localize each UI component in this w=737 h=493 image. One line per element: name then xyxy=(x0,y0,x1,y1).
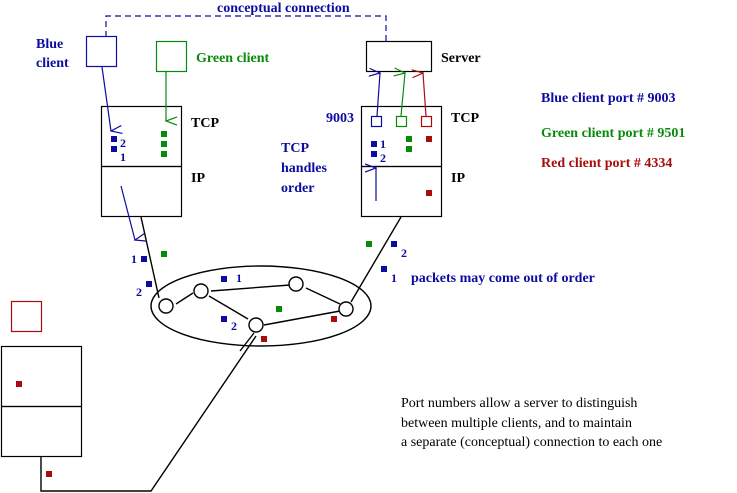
note-line: Port numbers allow a server to distingui… xyxy=(401,396,637,411)
red-packet xyxy=(46,471,52,477)
packet-number: 1 xyxy=(391,271,397,285)
green-packet xyxy=(161,131,167,137)
green-packet xyxy=(161,251,167,257)
left-ip-layer xyxy=(100,165,183,218)
red-port-arrow xyxy=(423,73,427,117)
router-node xyxy=(158,298,174,314)
green-packet xyxy=(406,146,412,152)
right-ip-label: IP xyxy=(451,171,465,186)
packet-number: 1 xyxy=(236,271,242,285)
blue-client-box xyxy=(85,35,118,68)
green-client-label: Green client xyxy=(196,51,270,66)
blue-packet-flow-arrow xyxy=(120,185,135,240)
note-line: a separate (conceptual) connection to ea… xyxy=(401,435,662,450)
note-line: between multiple clients, and to maintai… xyxy=(401,416,632,431)
red-packet xyxy=(426,136,432,142)
right-ip-layer xyxy=(360,165,443,218)
packets-out-of-order-label: packets may come out of order xyxy=(411,271,595,286)
server-port-label: 9003 xyxy=(326,111,354,126)
green-port-box xyxy=(395,115,408,128)
red-port-box xyxy=(420,115,433,128)
router-node xyxy=(193,283,209,299)
network-cloud xyxy=(150,265,372,347)
green-packet xyxy=(406,136,412,142)
left-host-link xyxy=(140,216,160,299)
green-packet xyxy=(366,241,372,247)
packet-number: 1 xyxy=(120,150,126,164)
conceptual-connection-label: conceptual connection xyxy=(217,1,350,16)
green-client-box xyxy=(155,40,188,73)
red-client-tcp-layer xyxy=(0,345,83,408)
red-client-ip-layer xyxy=(0,405,83,458)
blue-packet xyxy=(111,146,117,152)
right-tcp-label: TCP xyxy=(451,111,479,126)
blue-client-label-line2: client xyxy=(36,56,69,71)
blue-packet xyxy=(381,266,387,272)
packet-number: 2 xyxy=(136,285,142,299)
blue-packet xyxy=(221,316,227,322)
left-ip-label: IP xyxy=(191,171,205,186)
packet-number: 2 xyxy=(401,246,407,260)
red-packet xyxy=(426,190,432,196)
tcp-handles-order-line3: order xyxy=(281,181,314,196)
server-label: Server xyxy=(441,51,481,66)
red-client-box xyxy=(10,300,43,333)
blue-packet xyxy=(111,136,117,142)
blue-client-arrow xyxy=(101,66,111,131)
red-client-link xyxy=(40,335,257,492)
blue-packet xyxy=(371,141,377,147)
conceptual-connection-line xyxy=(105,15,387,42)
green-port-arrow xyxy=(401,73,405,117)
tcp-handles-order-line2: handles xyxy=(281,161,327,176)
packet-number: 1 xyxy=(131,252,137,266)
blue-packet xyxy=(141,256,147,262)
packet-number: 2 xyxy=(120,136,126,150)
legend-green-port: Green client port # 9501 xyxy=(541,126,685,141)
red-packet xyxy=(331,316,337,322)
right-host-link xyxy=(350,216,402,303)
green-packet xyxy=(276,306,282,312)
packet-number: 2 xyxy=(231,319,237,333)
router-node xyxy=(338,301,354,317)
blue-packet xyxy=(371,151,377,157)
packet-number: 2 xyxy=(380,151,386,165)
green-packet xyxy=(161,151,167,157)
blue-packet xyxy=(391,241,397,247)
red-packet xyxy=(16,381,22,387)
router-node xyxy=(288,276,304,292)
legend-red-port: Red client port # 4334 xyxy=(541,156,672,171)
router-node xyxy=(248,317,264,333)
blue-port-box xyxy=(370,115,383,128)
green-packet xyxy=(161,141,167,147)
red-packet xyxy=(261,336,267,342)
server-box xyxy=(365,40,433,73)
left-tcp-label: TCP xyxy=(191,116,219,131)
blue-client-label-line1: Blue xyxy=(36,37,63,52)
blue-packet xyxy=(221,276,227,282)
network-links xyxy=(175,284,341,352)
tcp-handles-order-line1: TCP xyxy=(281,141,309,156)
blue-packet xyxy=(146,281,152,287)
blue-port-arrow xyxy=(377,73,380,117)
packet-number: 1 xyxy=(380,137,386,151)
legend-blue-port: Blue client port # 9003 xyxy=(541,91,676,106)
